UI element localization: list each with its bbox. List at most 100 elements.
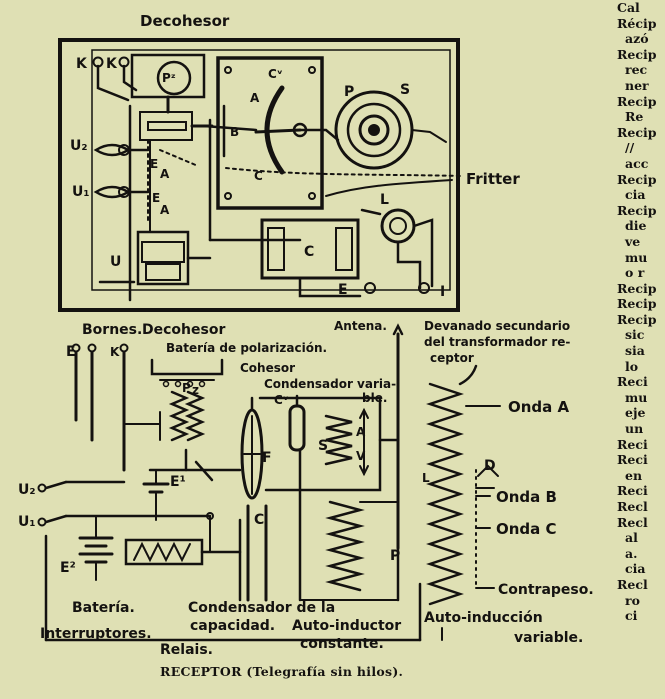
sym-u1-schem: U₁ [18,514,36,530]
column-line: al [625,530,638,546]
column-line: ci [625,608,638,624]
label-bornes: Bornes. [82,322,142,338]
switch-u2 [37,483,47,493]
label-a-dial: A [250,91,260,105]
column-line: Re [625,109,644,125]
receptor-diagram: Decohesor K K Pᶻ Cᵛ A C B P S U₂ U₁ E A … [18,12,594,658]
secondary-winding-coil [426,382,464,606]
schem-terminal-k2 [119,343,129,353]
column-line: Recip [617,124,657,140]
label-u2-top: U₂ [70,138,88,154]
column-line: Recip [617,93,657,109]
label-onda-b: Onda B [496,488,557,506]
column-line: lo [625,358,639,374]
column-line: Recip [617,202,657,218]
sym-a: A [356,425,366,439]
label-c-dial: C [254,169,263,183]
decohesor-coil [168,390,190,442]
sym-u2-schem: U₂ [18,482,36,498]
column-line: mu [625,389,648,405]
sym-f: F [262,450,272,466]
coherer-tube-top [147,121,187,131]
column-line: Recip [617,296,657,312]
column-line: Reci [617,483,648,499]
label-condensador-capacidad-2: capacidad. [190,618,275,634]
column-line: acc [625,155,649,171]
column-line: eje [625,405,646,421]
sym-p-schem: P [390,548,400,564]
sym-k-schem: K [110,345,120,359]
column-line: Recip [617,311,657,327]
label-devanado-1: Devanado secundario [424,319,570,333]
label-u-top: U [110,254,121,270]
pz-dial [156,60,192,96]
column-line: Recl [617,514,648,530]
label-relais: Relais. [160,642,213,658]
sym-d: D [484,458,496,474]
label-s-top: S [400,82,410,98]
cv-dial-plate [216,56,324,210]
sym-p: P [182,381,191,395]
inductor-l-knob [380,208,416,244]
column-line: cia [625,561,646,577]
label-devanado-2: del transformador re- [424,335,570,349]
adjacent-column-text: Cal Récip azó Recip rec ner Recip Re Rec… [617,0,665,695]
label-auto-induccion-2: variable. [514,630,583,646]
label-e-top-1: E [150,157,158,171]
column-line: die [625,218,647,234]
column-line: Recip [617,280,657,296]
column-line: sia [625,343,645,359]
column-line: Recip [617,46,657,62]
label-onda-a: Onda A [508,398,570,416]
label-antena: Antena. [334,319,387,333]
condenser-c-box [260,218,360,280]
sym-e2: E² [60,560,76,576]
label-pz: Pᶻ [162,71,176,85]
sym-e-schem: E [66,344,76,360]
label-condensador-variable-2: ble. [362,391,387,405]
label-decohesor-top: Decohesor [140,12,230,30]
terminal-e-ground [364,282,376,294]
coil-s [324,414,353,466]
label-condensador-capacidad-1: Condensador de la [188,600,335,616]
label-onda-c: Onda C [496,520,557,538]
column-line: ve [625,233,641,249]
label-cv-top: Cᵛ [268,67,283,81]
column-line: cia [625,187,646,203]
sym-z: z [192,383,199,397]
label-i-top: I [440,284,445,300]
label-bateria: Batería. [72,600,135,616]
label-c-top: C [304,244,314,260]
column-line: Recl [617,499,648,514]
column-line: sic [625,327,645,343]
sym-c-schem: C [254,512,264,528]
column-line: azó [625,31,649,47]
clip-u1 [93,185,131,199]
label-bateria-polarizacion: Batería de polarización. [166,341,327,355]
label-a-top-2: A [160,203,170,217]
column-line: en [625,467,643,483]
column-line: ner [625,77,649,93]
column-line: // [625,140,635,156]
column-line: Récip [617,15,657,31]
label-b: B [230,125,239,139]
label-u1-top: U₁ [72,184,90,200]
sym-cv: Cᵛ [274,393,289,407]
label-auto-inductor-1: Auto-inductor [292,618,401,634]
column-line: mu [625,249,648,265]
board-inner-border [91,49,451,291]
switch-u1 [37,517,47,527]
label-interruptores: Interruptores. [40,626,152,642]
column-line: a. [625,545,638,561]
label-k-top-1: K [76,56,88,72]
column-line: Reci [617,436,648,452]
sym-v: V [356,449,366,463]
column-line: ro [625,592,640,608]
column-line: Cal [617,0,640,15]
schem-terminal-k1 [87,343,97,353]
label-devanado-3: ceptor [430,351,474,365]
label-a-top-1: A [160,167,170,181]
sym-l-schem: L [422,471,430,485]
label-decohesor-schem: Decohesor [142,322,225,338]
